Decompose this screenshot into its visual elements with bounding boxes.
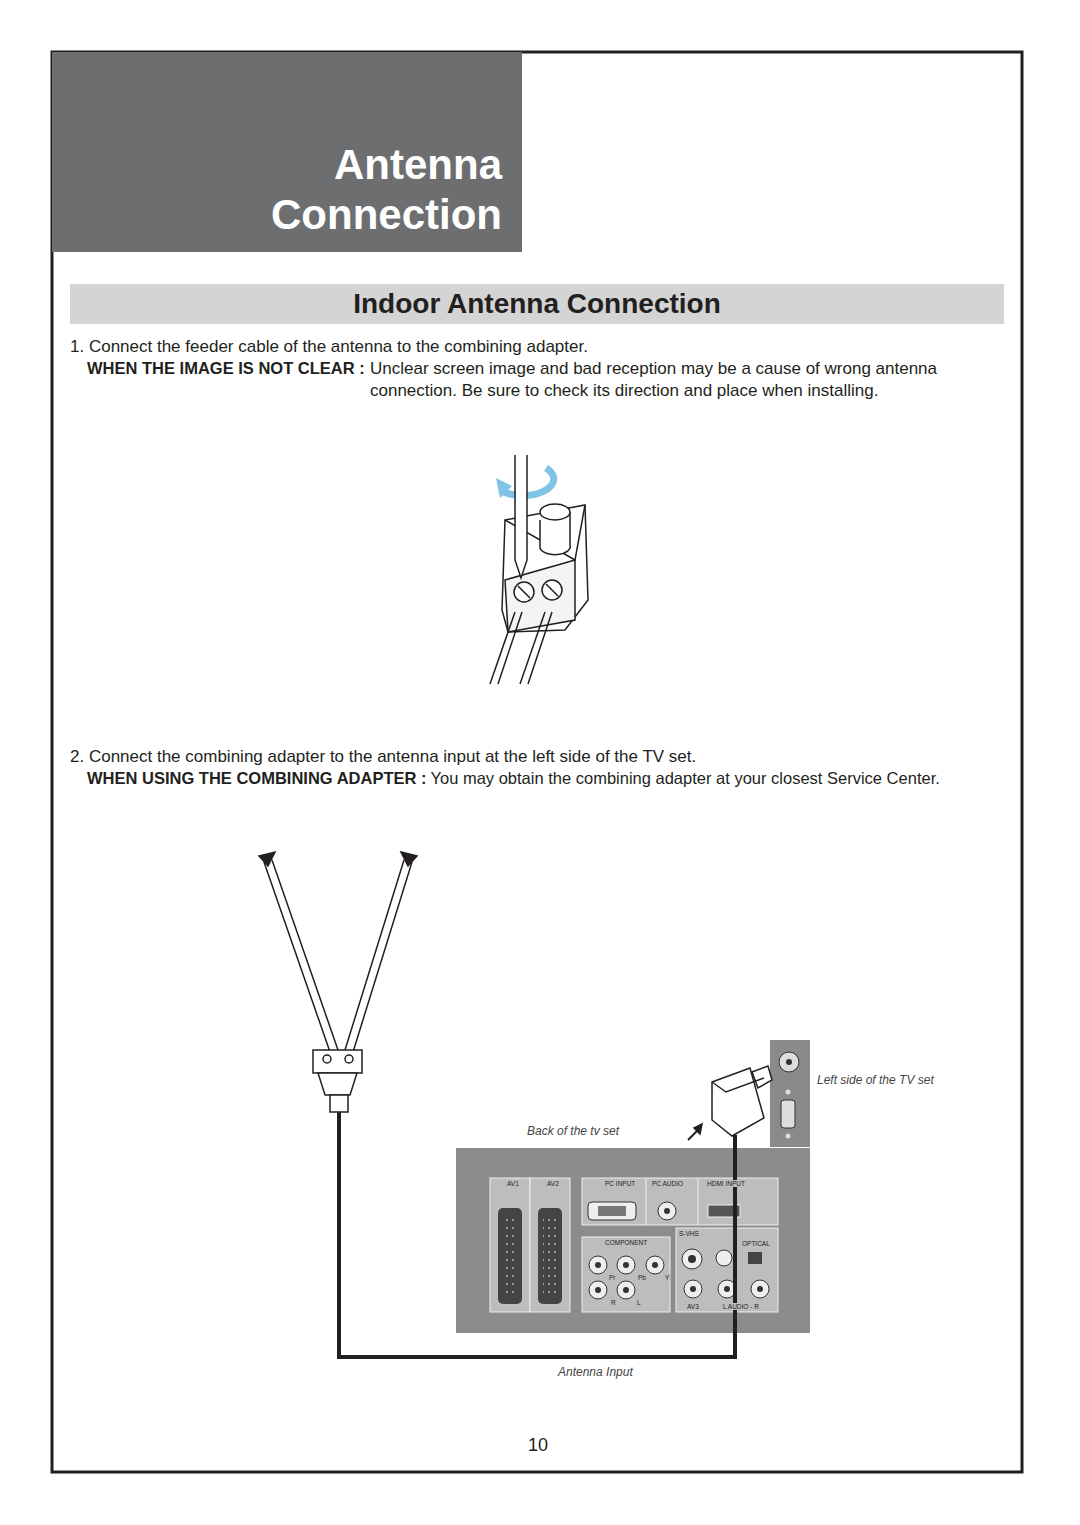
port-label: Y [664,1274,670,1281]
port-label: HDMI INPUT [706,1180,746,1187]
page-border [52,52,1022,1472]
title-box: Antenna Connection [52,52,522,252]
adapter-screwdriver-figure [490,455,588,684]
port-label: L [636,1299,642,1306]
figure-caption: Antenna Input [558,1365,633,1381]
note-text: Unclear screen image and bad reception m… [370,358,1006,402]
indoor-antenna [259,852,417,1112]
figure-caption: Left side of the TV set [817,1073,934,1089]
port-label: PC INPUT [604,1180,636,1187]
port-label: COMPONENT [604,1239,648,1246]
port-label: AV1 [506,1180,520,1187]
port-label: PC AUDIO [651,1180,684,1187]
section-band: Indoor Antenna Connection [70,284,1004,324]
port-label: Pb [637,1274,647,1281]
step-text: 1. Connect the feeder cable of the anten… [70,336,1000,358]
figure-caption: Back of the tv set [527,1124,619,1140]
step-text: 2. Connect the combining adapter to the … [70,746,1000,768]
tv-back-panel [456,1148,810,1333]
page-number: 10 [528,1434,548,1457]
port-label: AV3 [686,1303,700,1310]
port-label: L AUDIO - R [722,1303,760,1310]
port-label: R [610,1299,617,1306]
tv-left-side [770,1040,810,1147]
port-label: OPTICAL [741,1240,771,1247]
note-text: You may obtain the combining adapter at … [430,768,939,789]
title-text: Antenna Connection [242,140,502,240]
note-heading: WHEN THE IMAGE IS NOT CLEAR : [87,358,365,379]
combining-adapter-plug [688,1066,772,1140]
port-label: AV2 [546,1180,560,1187]
note-heading: WHEN USING THE COMBINING ADAPTER : [87,768,426,789]
port-label: S-VHS [678,1230,700,1237]
port-label: Pr [608,1274,617,1281]
section-heading: Indoor Antenna Connection [353,286,721,322]
